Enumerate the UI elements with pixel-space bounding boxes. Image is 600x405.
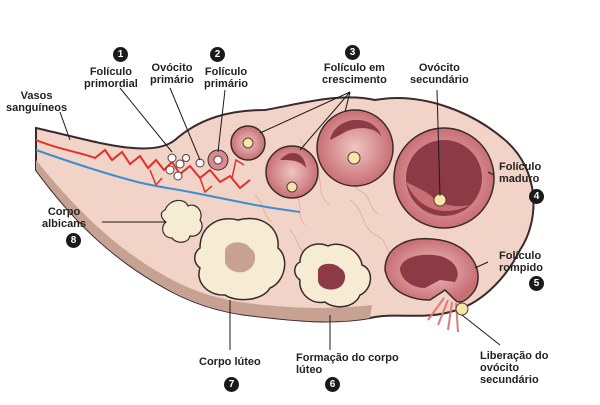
label-foliculo-em-crescimento: Folículo em crescimento — [322, 62, 387, 86]
growing-follicle-small — [230, 125, 266, 161]
badge-1: 1 — [113, 47, 128, 62]
artery-branch — [199, 177, 213, 194]
ruptured-follicle — [384, 238, 479, 303]
label-liberacao-ovocito: Liberação do ovócito secundário — [480, 350, 549, 386]
label-vasos-sanguineos: Vasos sanguíneos — [6, 90, 68, 114]
primordial-follicles — [165, 153, 190, 181]
vein-vessel — [35, 149, 301, 213]
leader-lines — [59, 87, 501, 350]
primary-follicle-oocyte — [213, 155, 223, 165]
growing-follicle-medium — [265, 145, 319, 199]
mature-follicle — [393, 127, 495, 229]
label-foliculo-primario: Folículo primário — [204, 66, 249, 90]
corpus-luteum — [194, 217, 286, 301]
badge-5: 5 — [529, 276, 544, 291]
badge-6: 6 — [325, 377, 340, 392]
ovary-lower-band — [36, 160, 372, 322]
label-foliculo-rompido: Folículo rompido — [499, 250, 543, 274]
badge-4: 4 — [529, 189, 544, 204]
badge-2: 2 — [210, 47, 225, 62]
label-ovocito-primario: Ovócito primário — [150, 62, 195, 86]
badge-3: 3 — [345, 45, 360, 60]
label-foliculo-primordial: Folículo primordial — [84, 66, 138, 90]
badge-7: 7 — [224, 377, 239, 392]
badge-8: 8 — [66, 233, 81, 248]
growing-follicle-large — [316, 109, 394, 187]
corpus-albicans — [160, 199, 203, 243]
label-ovocito-secundario: Ovócito secundário — [410, 62, 469, 86]
label-foliculo-maduro: Folículo maduro — [499, 161, 542, 185]
label-formacao-corpo-luteo: Formação do corpo lúteo — [296, 352, 399, 376]
artery-vessel — [35, 139, 251, 190]
primary-oocyte — [195, 158, 205, 168]
forming-corpus-luteum — [294, 243, 372, 308]
label-corpo-luteo: Corpo lúteo — [199, 356, 261, 368]
label-corpo-albicans: Corpo albicans — [42, 206, 87, 230]
artery-branch — [231, 158, 245, 179]
